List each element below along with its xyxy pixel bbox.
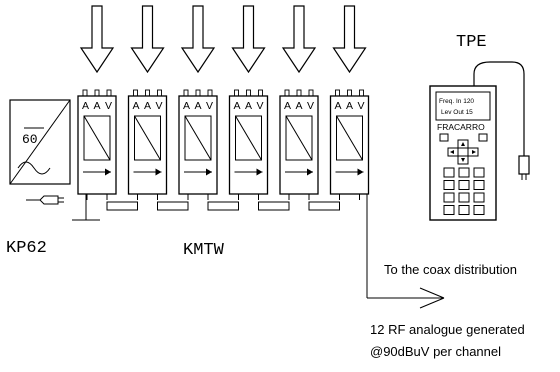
port-label: A xyxy=(183,100,190,112)
ac-wave-icon xyxy=(17,161,51,175)
connector-pin xyxy=(296,89,302,97)
connector-pin xyxy=(183,89,189,97)
port-label: A xyxy=(346,100,353,112)
kmtw-label: KMTW xyxy=(183,241,225,260)
rf-line-2: @90dBuV per channel xyxy=(370,344,501,359)
tpe-key xyxy=(458,192,470,203)
tpe-key xyxy=(473,192,485,203)
port-label: A xyxy=(133,100,140,112)
port-label: V xyxy=(156,100,163,112)
tpe-key xyxy=(473,180,485,190)
input-arrows xyxy=(79,5,367,74)
coax-label: To the coax distribution xyxy=(384,262,517,277)
module-link xyxy=(106,201,138,211)
port-label: A xyxy=(335,100,342,112)
port-label: V xyxy=(105,100,112,112)
tpe-screen-line-1: Freq. In 120 xyxy=(439,98,474,105)
module-link xyxy=(308,201,340,211)
module-links xyxy=(106,201,340,211)
power-supply-kp62: 60 xyxy=(9,99,71,205)
port-label: A xyxy=(82,100,89,112)
connector-pin xyxy=(246,89,251,97)
connector-pin xyxy=(82,89,88,97)
tpe-key xyxy=(458,167,470,178)
connector-pin xyxy=(133,89,138,97)
connector-pin xyxy=(157,89,162,97)
connector-pin xyxy=(207,89,213,97)
tpe-key xyxy=(473,167,485,178)
tpe-cable xyxy=(473,61,525,156)
tpe-key xyxy=(443,180,455,190)
connector-pin xyxy=(308,89,314,97)
tpe-brand: FRACARRO xyxy=(437,122,485,132)
tpe-key xyxy=(458,180,470,190)
connector-pin xyxy=(258,89,263,97)
output-arrow xyxy=(366,194,445,309)
port-label: V xyxy=(206,100,213,112)
input-arrow-icon xyxy=(231,5,266,74)
connector-pin xyxy=(335,89,340,97)
port-label: A xyxy=(284,100,291,112)
tpe-screen-line-2: Lev Out 15 xyxy=(441,109,473,116)
tpe-key xyxy=(443,167,455,178)
port-label: V xyxy=(307,100,314,112)
tpe-screen xyxy=(435,91,491,121)
connector-pin xyxy=(347,89,352,97)
tpe-dpad xyxy=(447,139,479,165)
port-label: A xyxy=(144,100,151,112)
connector-pin xyxy=(106,89,112,97)
psu-value: 60 xyxy=(22,132,38,147)
module-link xyxy=(258,201,290,211)
connector-pin xyxy=(145,89,150,97)
connector-pin xyxy=(195,89,201,97)
rf-line-1: 12 RF analogue generated xyxy=(370,322,525,337)
connector-pin xyxy=(359,89,364,97)
port-label: A xyxy=(195,100,202,112)
plug-icon xyxy=(26,195,64,205)
module-link xyxy=(157,201,189,211)
connector-pin xyxy=(234,89,239,97)
port-label: A xyxy=(234,100,241,112)
connector-pin xyxy=(94,89,100,97)
input-arrow-icon xyxy=(281,5,317,74)
port-label: V xyxy=(358,100,365,112)
port-label: A xyxy=(94,100,101,112)
tpe-key xyxy=(443,192,455,203)
input-arrow-icon xyxy=(79,5,115,74)
tpe-programmer: Freq. In 120 Lev Out 15 FRACARRO xyxy=(429,61,530,221)
port-label: A xyxy=(296,100,303,112)
tpe-label: TPE xyxy=(456,33,487,52)
kp62-label: KP62 xyxy=(6,239,47,258)
port-label: A xyxy=(245,100,252,112)
tpe-connector xyxy=(518,155,530,175)
tpe-key xyxy=(443,205,455,215)
connector-pin xyxy=(284,89,290,97)
tpe-keypad xyxy=(443,167,485,215)
tpe-key xyxy=(458,205,470,215)
port-label: V xyxy=(257,100,264,112)
module-link xyxy=(207,201,239,211)
input-arrow-icon xyxy=(130,5,165,74)
tpe-key xyxy=(473,205,485,215)
input-arrow-icon xyxy=(180,5,216,74)
input-arrow-icon xyxy=(332,5,367,74)
